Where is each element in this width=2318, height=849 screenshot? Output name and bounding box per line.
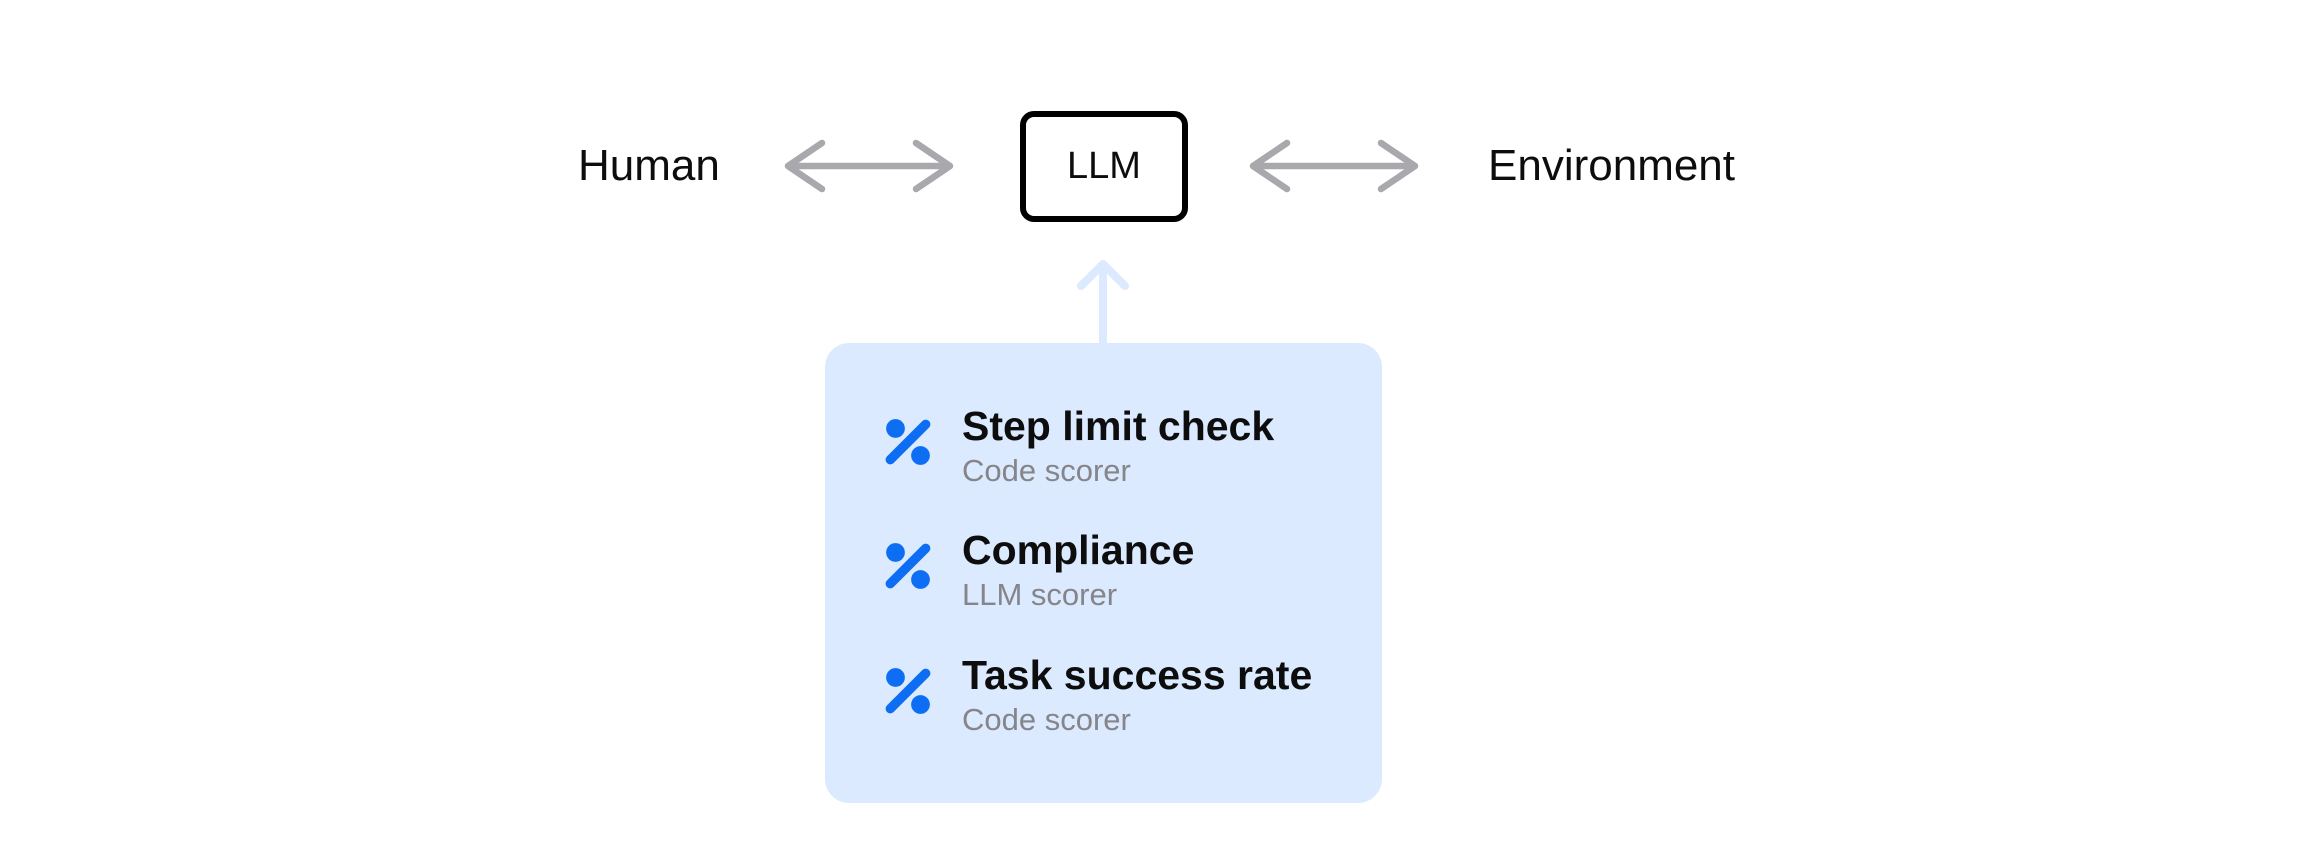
llm-node: LLM (1020, 111, 1188, 222)
scorers-to-llm-arrow-icon (1077, 260, 1129, 343)
scorers-card: Step limit check Code scorer Compliance … (825, 343, 1382, 803)
scorer-item: Compliance LLM scorer (883, 525, 1194, 615)
scorer-item: Step limit check Code scorer (883, 401, 1274, 491)
scorer-item: Task success rate Code scorer (883, 650, 1312, 740)
human-llm-bidirectional-arrow-icon (784, 139, 954, 193)
scorer-subtitle: Code scorer (962, 702, 1131, 737)
scorer-text: Task success rate Code scorer (962, 650, 1312, 740)
scorer-text: Step limit check Code scorer (962, 401, 1274, 491)
human-node-label: Human (578, 141, 720, 190)
scorer-title: Step limit check (962, 403, 1275, 449)
scorer-text: Compliance LLM scorer (962, 525, 1194, 615)
scorer-title: Task success rate (962, 652, 1313, 698)
llm-environment-bidirectional-arrow-icon (1249, 139, 1419, 193)
percent-scorer-icon (885, 419, 931, 465)
scorer-subtitle: Code scorer (962, 453, 1131, 488)
scorer-title: Compliance (962, 527, 1195, 573)
percent-scorer-icon (885, 668, 931, 714)
llm-node-label: LLM (1067, 145, 1141, 187)
scorer-subtitle: LLM scorer (962, 577, 1118, 612)
percent-scorer-icon (885, 543, 931, 589)
environment-node-label: Environment (1488, 141, 1736, 190)
